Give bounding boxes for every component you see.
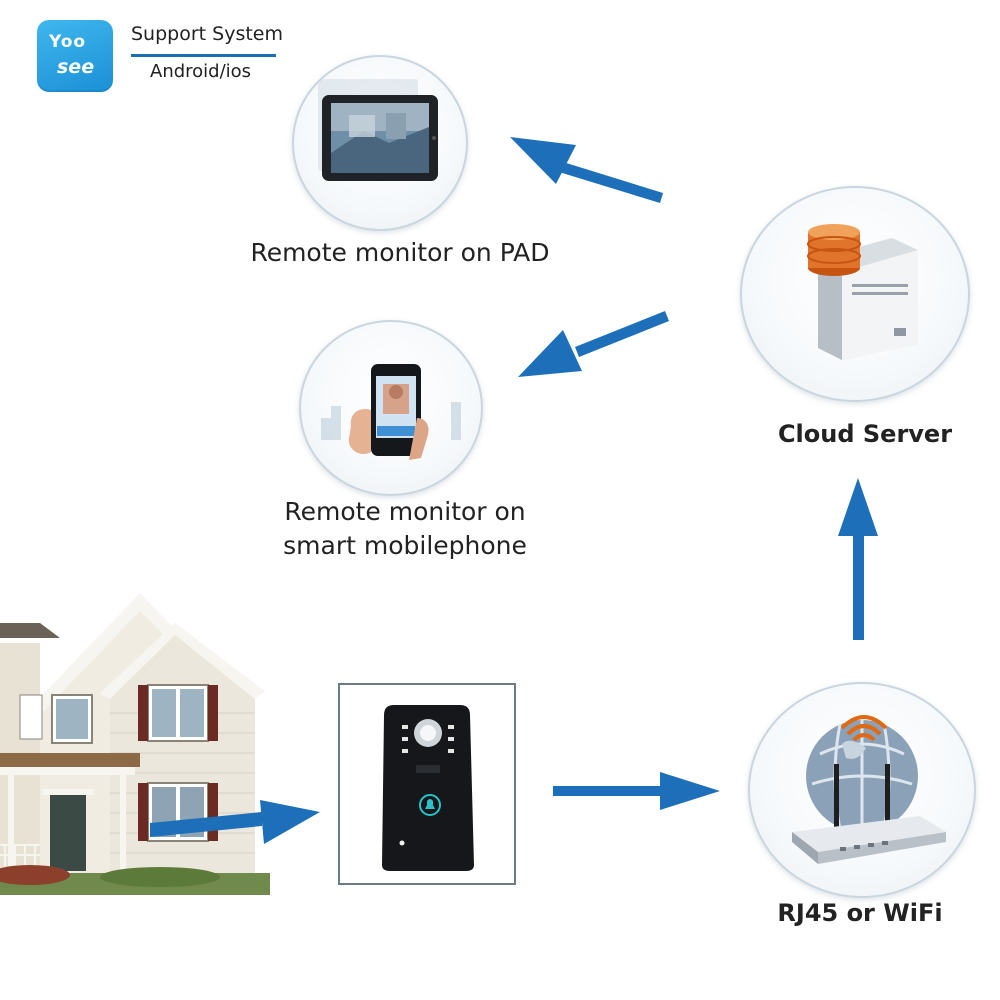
smartphone-icon [321,364,461,460]
logo-text-line1: Yoo [49,32,87,52]
yoosee-logo: Yoo see [37,20,113,92]
cloud-server-caption: Cloud Server [777,420,953,448]
arrow-house-to-doorbell [150,800,320,844]
server-icon [807,224,918,360]
doorbell-box [338,683,516,885]
tablet-icon [318,79,438,181]
logo-text-line2: see [57,56,95,78]
pad-node [292,55,468,231]
pad-caption: Remote monitor on PAD [250,238,550,267]
router-node [748,682,976,898]
arrow-doorbell-to-router [553,772,720,810]
arrow-cloud-to-pad [510,137,663,203]
platforms-label: Android/ios [150,61,252,82]
router-caption: RJ45 or WiFi [777,899,943,927]
router-icon [792,715,946,864]
mobile-node [299,320,483,496]
arrow-cloud-to-mobile [518,311,669,377]
cloud-server-node [740,186,970,402]
header-divider [131,54,276,57]
arrow-router-to-cloud [838,478,878,640]
mobile-caption-line2: smart mobilephone [283,531,527,560]
mobile-caption-line1: Remote monitor on [284,497,526,526]
doorbell-icon [382,705,474,871]
support-system-label: Support System [131,23,283,45]
